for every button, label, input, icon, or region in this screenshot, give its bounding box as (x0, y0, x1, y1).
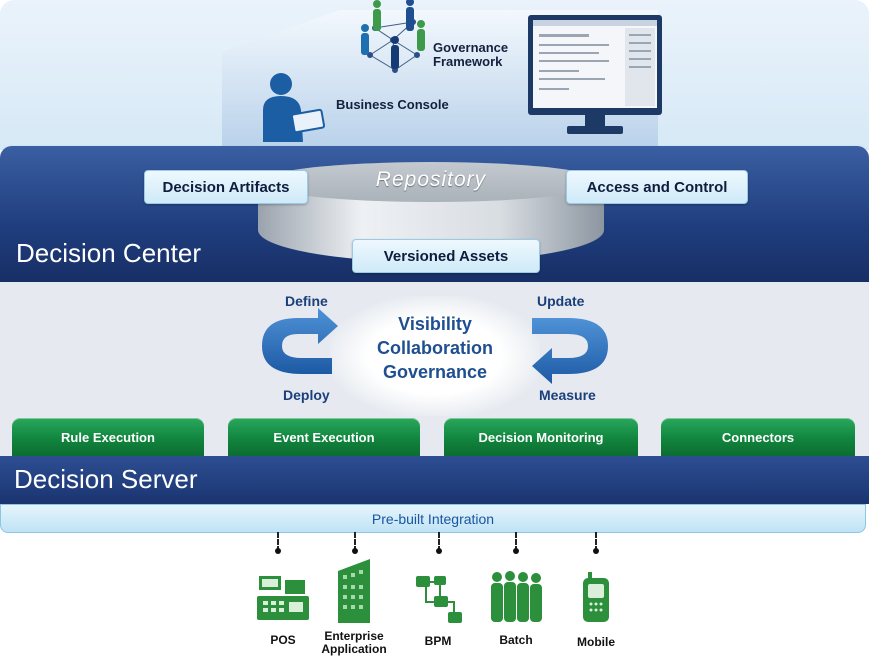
access-control-box: Access and Control (566, 170, 748, 204)
decision-center-title: Decision Center (16, 238, 201, 268)
governance-label: Governance (382, 362, 488, 382)
decision-server-title: Decision Server (14, 464, 198, 494)
update-label: Update (537, 293, 585, 309)
governance-label-line1: Governance (433, 40, 509, 55)
lifecycle-glow (330, 296, 540, 416)
prebuilt-integration-bar: Pre-built Integration (0, 504, 866, 533)
mobile-connector-dot (593, 548, 599, 554)
batch-connector-dot (513, 548, 519, 554)
bpm-connector-line (438, 532, 440, 552)
decision-server-band (0, 456, 869, 504)
client-label-bpm: BPM (413, 635, 463, 648)
client-label-enterprise: Enterprise Application (314, 630, 394, 656)
connectors-button: Connectors (661, 418, 855, 456)
left-cycle-arrow-icon (262, 308, 338, 374)
business-user-icon (263, 73, 326, 142)
client-label-mobile: Mobile (566, 636, 626, 649)
right-cycle-arrow-icon (532, 318, 608, 384)
collaboration-label: Collaboration (377, 338, 493, 358)
bpm-connector-dot (436, 548, 442, 554)
visibility-label: Visibility (398, 314, 472, 334)
process-flow-icon (416, 576, 462, 623)
batch-connector-line (515, 532, 517, 552)
client-label-line1: POS (270, 633, 296, 647)
monitor-icon (528, 15, 662, 134)
governance-framework-label: Governance Framework (433, 41, 508, 69)
business-console-label: Business Console (336, 97, 449, 112)
decision-artifacts-box: Decision Artifacts (144, 170, 308, 204)
mobile-connector-line (595, 532, 597, 552)
client-label-batch: Batch (486, 634, 546, 647)
measure-label: Measure (539, 387, 596, 403)
client-label-line1: Enterprise (324, 629, 384, 643)
decision-monitoring-button: Decision Monitoring (444, 418, 638, 456)
deploy-label: Deploy (283, 387, 330, 403)
client-label-line1: BPM (424, 634, 452, 648)
versioned-assets-box: Versioned Assets (352, 239, 540, 273)
enterprise-connector-dot (352, 548, 358, 554)
governance-label-line2: Framework (433, 54, 503, 69)
rule-execution-button: Rule Execution (12, 418, 204, 456)
event-execution-button: Event Execution (228, 418, 420, 456)
enterprise-connector-line (354, 532, 356, 552)
define-label: Define (285, 293, 328, 309)
repository-label: Repository (375, 168, 487, 191)
people-group-icon (491, 571, 542, 622)
client-label-line2: Application (321, 642, 387, 656)
cash-register-icon (257, 576, 309, 620)
client-label-line1: Batch (499, 633, 533, 647)
building-icon (338, 559, 370, 623)
pos-connector-dot (275, 548, 281, 554)
client-label-pos: POS (253, 634, 313, 647)
governance-network-icon (361, 0, 425, 73)
mobile-phone-icon (583, 572, 609, 622)
client-label-line1: Mobile (577, 635, 615, 649)
pos-connector-line (277, 532, 279, 552)
